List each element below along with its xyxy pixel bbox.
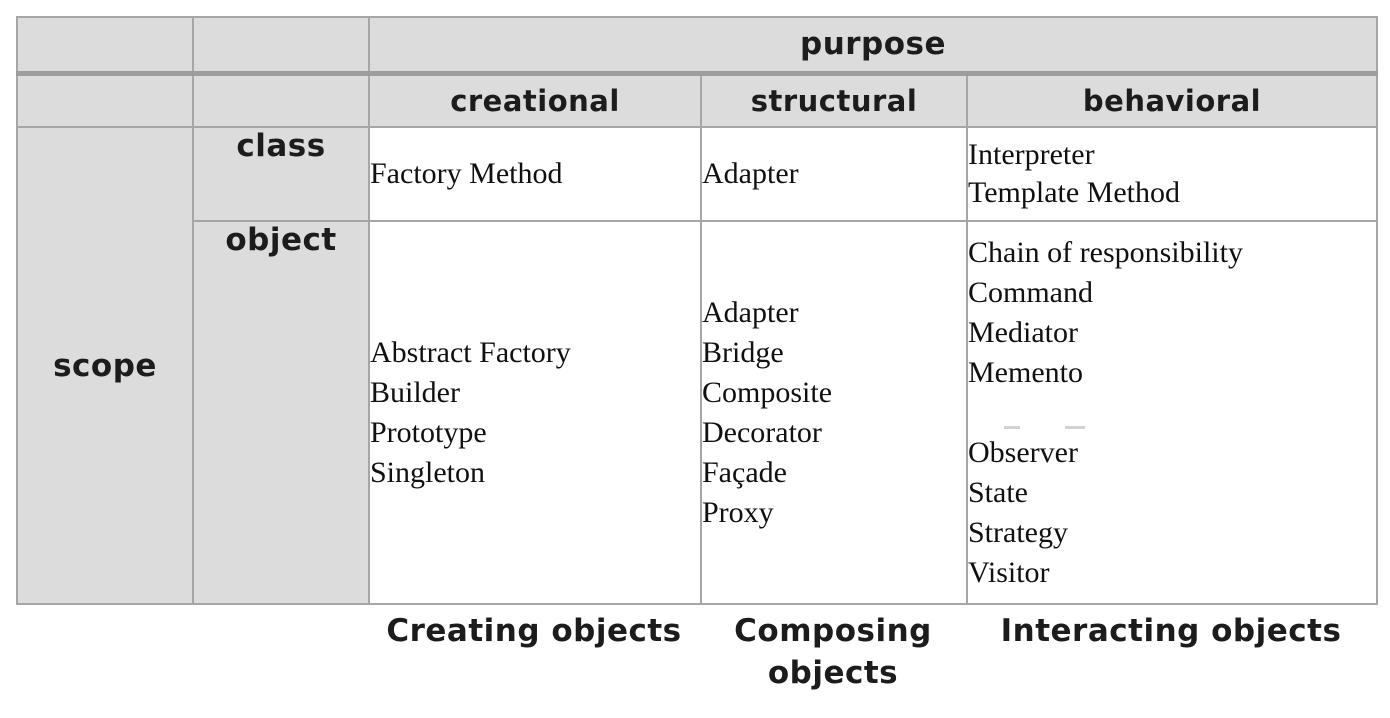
pattern-item: Chain of responsibility xyxy=(968,235,1243,269)
purpose-header: purpose xyxy=(367,16,1379,76)
corner-cell-left xyxy=(16,16,194,76)
column-header-structural: structural xyxy=(700,72,968,128)
pattern-item: Strategy xyxy=(968,515,1068,549)
pattern-item: Proxy xyxy=(702,495,774,529)
pattern-item: Memento xyxy=(968,355,1083,389)
pattern-item: Bridge xyxy=(702,335,784,369)
column-header-row: creational structural behavioral xyxy=(16,72,1379,128)
class-scope-row: scope class Factory Method Adapter Inter… xyxy=(16,126,1379,605)
column-header-creational: creational xyxy=(368,72,702,128)
empty-cell xyxy=(16,72,194,128)
pattern-item: Visitor xyxy=(968,555,1050,589)
scope-header: scope xyxy=(16,126,194,605)
pattern-item: Composite xyxy=(702,375,833,409)
pattern-item: Command xyxy=(968,275,1093,309)
row-header-object: object xyxy=(192,220,370,605)
pattern-item: Mediator xyxy=(968,315,1078,349)
cell-class-creational: Factory Method xyxy=(368,126,702,222)
cell-class-structural: Adapter xyxy=(700,126,968,222)
erased-text-artifact xyxy=(1004,426,1124,430)
pattern-item: Factory Method xyxy=(370,157,563,190)
pattern-item: Façade xyxy=(702,455,787,489)
design-pattern-matrix: purpose creational structural behavioral… xyxy=(16,16,1379,605)
pattern-item: Template Method xyxy=(968,176,1181,209)
caption-creating-objects: Creating objects xyxy=(386,613,682,649)
empty-cell xyxy=(192,72,370,128)
row-header-class: class xyxy=(192,126,370,222)
pattern-item: Singleton xyxy=(370,455,486,489)
pattern-item: Adapter xyxy=(702,157,799,190)
purpose-header-row: purpose xyxy=(16,16,1379,76)
pattern-item: Observer xyxy=(968,435,1078,469)
pattern-item: Prototype xyxy=(370,415,487,449)
caption-composing-objects: Composing objects xyxy=(734,613,932,691)
pattern-item: Abstract Factory xyxy=(370,335,571,369)
corner-cell-right xyxy=(192,16,370,76)
caption-interacting-objects: Interacting objects xyxy=(1000,613,1342,649)
pattern-item: Builder xyxy=(370,375,460,409)
pattern-item: Decorator xyxy=(702,415,822,449)
pattern-item: Adapter xyxy=(702,295,799,329)
column-header-behavioral: behavioral xyxy=(965,72,1379,128)
pattern-item: Interpreter xyxy=(968,138,1095,171)
pattern-item: State xyxy=(968,475,1028,509)
